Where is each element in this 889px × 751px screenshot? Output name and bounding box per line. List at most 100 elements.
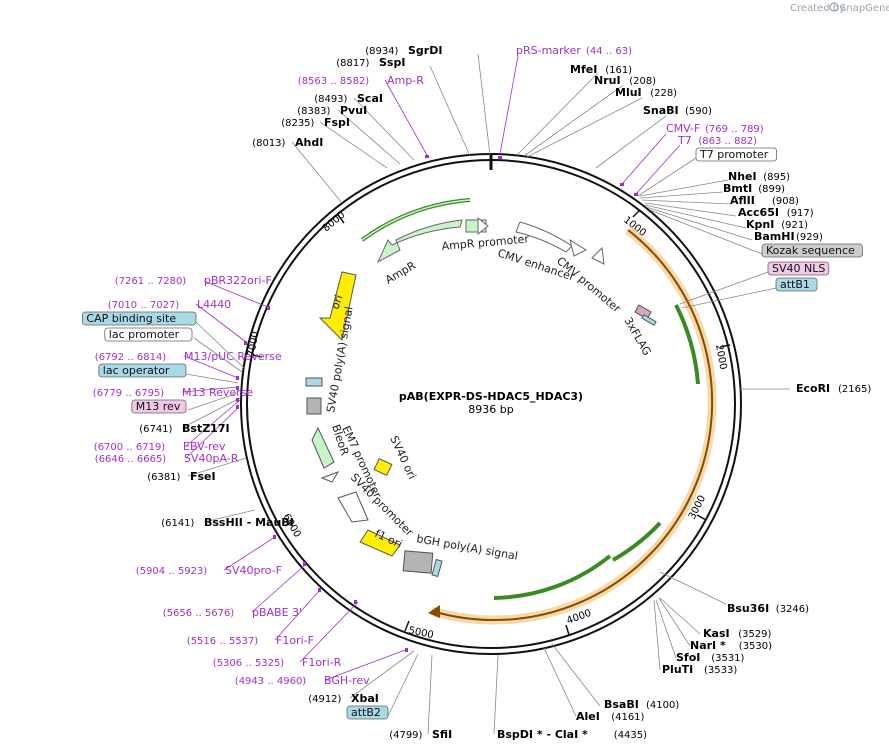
- ampr-label: AmpR: [383, 259, 418, 287]
- site-position: (8383): [297, 106, 330, 117]
- tick-1000: [632, 209, 641, 218]
- site-label-pvui: (8383)PvuI: [297, 104, 367, 117]
- site-name: F1ori-R: [302, 656, 342, 669]
- site-label-mfei: (161)MfeI: [570, 63, 632, 76]
- site-label-t7: (863 .. 882)T7: [677, 134, 757, 147]
- site-label-lacprom: lac promoter: [104, 327, 193, 342]
- site-position: (4100): [646, 700, 679, 711]
- site-name: BamHI: [754, 230, 795, 243]
- site-name: XbaI: [351, 692, 379, 705]
- tick-4000: [565, 624, 570, 636]
- site-name: NheI: [728, 170, 757, 183]
- site-name: MluI: [615, 86, 642, 99]
- site-name: SfiI: [432, 728, 452, 741]
- site-name: BssHII - MauBI: [204, 516, 294, 529]
- site-position: (769 .. 789): [705, 124, 764, 135]
- site-name: pRS-marker: [516, 44, 581, 57]
- site-position: (2165): [838, 384, 871, 395]
- site-labels: (8817)SspI(8934)SgrDI(44 .. 63)pRS-marke…: [82, 44, 871, 741]
- sv40-ori-label: SV40 ori: [387, 434, 418, 481]
- site-name: M13/pUC Reverse: [184, 350, 282, 363]
- site-label-bsabi: (4100)BsaBI: [604, 698, 679, 711]
- cmv-promoter-feature: [591, 246, 605, 265]
- site-position: (8013): [252, 138, 285, 149]
- site-position: (590): [685, 106, 712, 117]
- center-title: pAB(EXPR-DS-HDAC5_HDAC3) 8936 bp: [399, 390, 583, 416]
- site-name: L4440: [197, 298, 231, 311]
- site-position: (3531): [711, 653, 744, 664]
- site-name: AflII: [730, 194, 755, 207]
- site-label-cap: CAP binding site: [82, 311, 197, 326]
- site-name: AleI: [576, 710, 600, 723]
- lac-feature: [305, 377, 323, 387]
- site-name: CAP binding site: [86, 312, 176, 325]
- green-arcs: [360, 198, 700, 600]
- site-name: lac operator: [103, 364, 170, 377]
- site-label-sv40nls: SV40 NLS: [767, 261, 830, 276]
- sv40-polya-feature: [306, 397, 322, 415]
- site-name: NruI: [594, 74, 621, 87]
- site-label-snabi: (590) SnaBI: [643, 104, 712, 117]
- site-name: SV40 NLS: [772, 262, 825, 275]
- site-label-m13rev: (6779 .. 6795)M13 Reverse: [93, 386, 254, 399]
- site-label-nrui: (208)NruI: [594, 74, 656, 87]
- site-position: (7010 .. 7027): [108, 300, 180, 311]
- site-position: (4161): [611, 712, 644, 723]
- site-position: (6792 .. 6814): [95, 352, 167, 363]
- site-position: (4912): [308, 694, 341, 705]
- site-position: (4435): [614, 730, 647, 741]
- ori-feature: [318, 271, 357, 342]
- site-label-pbabe: (5656 .. 5676)pBABE 3': [163, 606, 302, 619]
- site-label-f1orir: (5306 .. 5325)F1ori-R: [213, 656, 342, 669]
- site-label-mlui: (228)MluI: [615, 86, 677, 99]
- f1-ori-feature: [359, 529, 401, 557]
- site-label-bsshii: (6141)BssHII - MauBI: [161, 516, 294, 529]
- site-name: FspI: [324, 116, 350, 129]
- site-name: AhdI: [295, 136, 323, 149]
- site-name: BmtI: [723, 182, 752, 195]
- site-label-scai: (8493)ScaI: [314, 92, 383, 105]
- plasmid-name: pAB(EXPR-DS-HDAC5_HDAC3): [399, 390, 583, 403]
- tick-label-7000: 7000: [246, 331, 261, 358]
- site-label-kpni: (921)KpnI: [746, 218, 808, 231]
- flag-feature: [634, 304, 652, 320]
- cmv-promoter-label: CMV promoter: [554, 254, 623, 315]
- site-position: (4943 .. 4960): [235, 676, 307, 687]
- sv40-ori-feature: [373, 457, 393, 477]
- site-position: (895): [763, 172, 790, 183]
- site-position: (6646 .. 6665): [95, 454, 167, 465]
- site-label-kasi: (3529)KasI: [703, 627, 772, 640]
- site-label-kozak: Kozak sequence: [761, 243, 863, 258]
- site-position: (8817): [336, 58, 369, 69]
- site-name: pBABE 3': [252, 606, 302, 619]
- snapgene-logo-icon: [829, 2, 839, 12]
- site-name: PluTI: [662, 663, 693, 676]
- site-name: EcoRI: [796, 382, 830, 395]
- brand-name: SnapGene: [840, 3, 889, 14]
- created-by-text: Created by: [790, 3, 845, 14]
- ampr-feature: [376, 219, 463, 264]
- site-name: BspDI * - ClaI *: [497, 728, 588, 741]
- bgh-feature: [402, 550, 434, 574]
- site-name: Amp-R: [387, 74, 424, 87]
- plasmid-size: 8936 bp: [468, 403, 513, 416]
- site-name: SnaBI: [643, 104, 679, 117]
- site-name: lac promoter: [109, 328, 180, 341]
- bleor-feature: [311, 426, 335, 469]
- site-label-ebvrev: (6700 .. 6719)EBV-rev: [94, 440, 226, 453]
- tick-6000: [284, 520, 294, 527]
- site-name: attB2: [351, 706, 381, 719]
- site-label-nari: (3530)NarI *: [690, 639, 772, 652]
- site-name: BstZ17I: [182, 422, 230, 435]
- site-position: (6700 .. 6719): [94, 442, 166, 453]
- site-label-cmvf: (769 .. 789)CMV-F: [666, 122, 764, 135]
- site-name: T7 promoter: [699, 148, 769, 161]
- leader-lines: [181, 53, 790, 735]
- site-position: (3530): [739, 641, 772, 652]
- site-position: (921): [781, 220, 808, 231]
- site-label-fspi: (8235) FspI: [281, 116, 350, 129]
- backbone: [240, 153, 742, 655]
- site-position: (8235): [281, 118, 314, 129]
- site-label-bstz17i: (6741)BstZ17I: [139, 422, 229, 435]
